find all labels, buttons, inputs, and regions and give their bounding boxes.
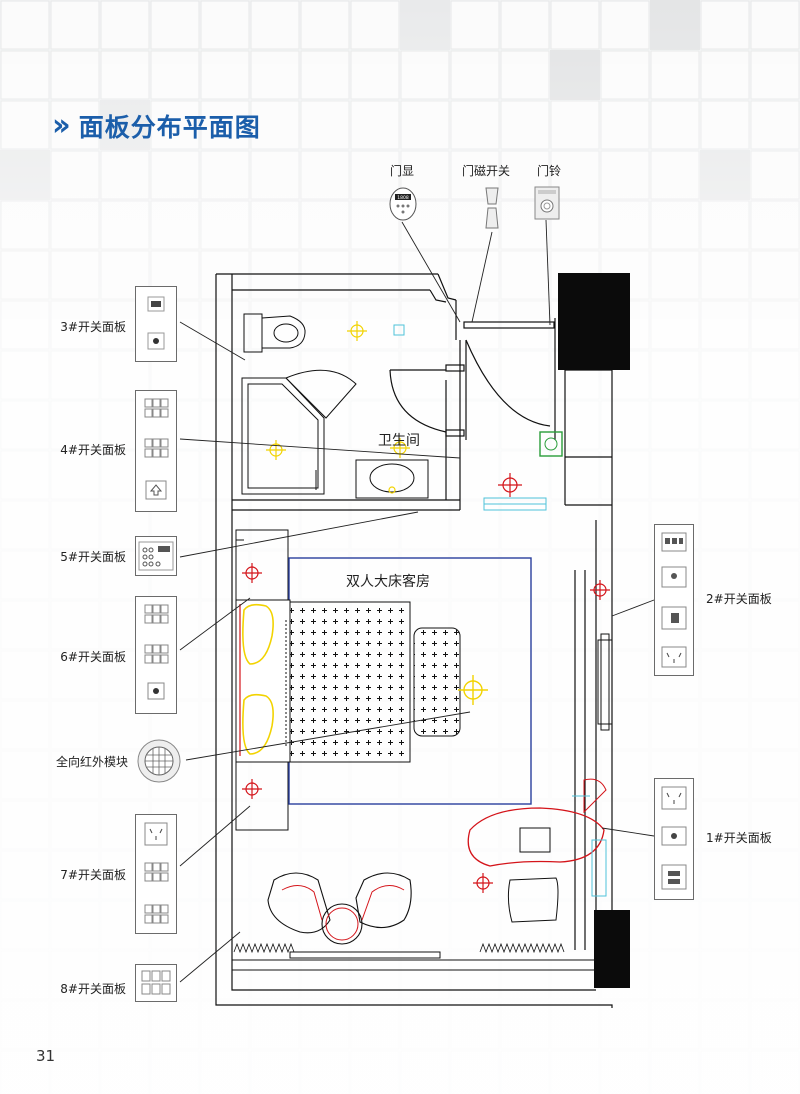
page-number: 31: [36, 1047, 56, 1065]
ir-module-icon: [136, 738, 182, 788]
door-display-label: 门显: [390, 164, 415, 178]
wardrobe-block: [558, 273, 630, 370]
panel-6-icon: [135, 596, 177, 714]
panel-3-icon: [135, 286, 177, 362]
door-magnet-device: [485, 187, 499, 229]
doorbell-label: 门铃: [537, 164, 562, 178]
outer-wall-inner: [231, 274, 596, 991]
door-display-device: 1808: [389, 187, 417, 221]
radiator: [233, 942, 295, 954]
panel-5-icon: [135, 536, 177, 576]
panel-3-label: 3#开关面板: [60, 320, 126, 334]
bed: [281, 601, 411, 763]
panel-6-label: 6#开关面板: [60, 650, 126, 664]
panel-8-label: 8#开关面板: [60, 982, 126, 996]
panel-1-label: 1#开关面板: [706, 831, 772, 845]
doorbell-device: [534, 186, 560, 220]
panel-1-icon: [654, 778, 694, 900]
balcony-block: [594, 910, 630, 988]
panel-2-label: 2#开关面板: [706, 592, 772, 606]
panel-7-icon: [135, 814, 177, 934]
outer-wall: [215, 274, 613, 1008]
panel-7-label: 7#开关面板: [60, 868, 126, 882]
panel-5-label: 5#开关面板: [60, 550, 126, 564]
panel-4-icon: [135, 390, 177, 512]
ir-module-label: 全向红外模块: [55, 755, 128, 769]
panel-8-icon: [135, 964, 177, 1002]
doorbell-panel-green: [539, 431, 563, 457]
panel-4-label: 4#开关面板: [60, 443, 126, 457]
bathroom-label: 卫生间: [378, 433, 420, 449]
door-magnet-switch-label: 门磁开关: [462, 164, 511, 178]
page-title-text: 面板分布平面图: [78, 113, 261, 142]
panel-2-icon: [654, 524, 694, 676]
door-display-reading: 1808: [397, 195, 409, 201]
page-title: ›› 面板分布平面图: [52, 108, 261, 144]
bedroom-label: 双人大床客房: [346, 574, 430, 590]
